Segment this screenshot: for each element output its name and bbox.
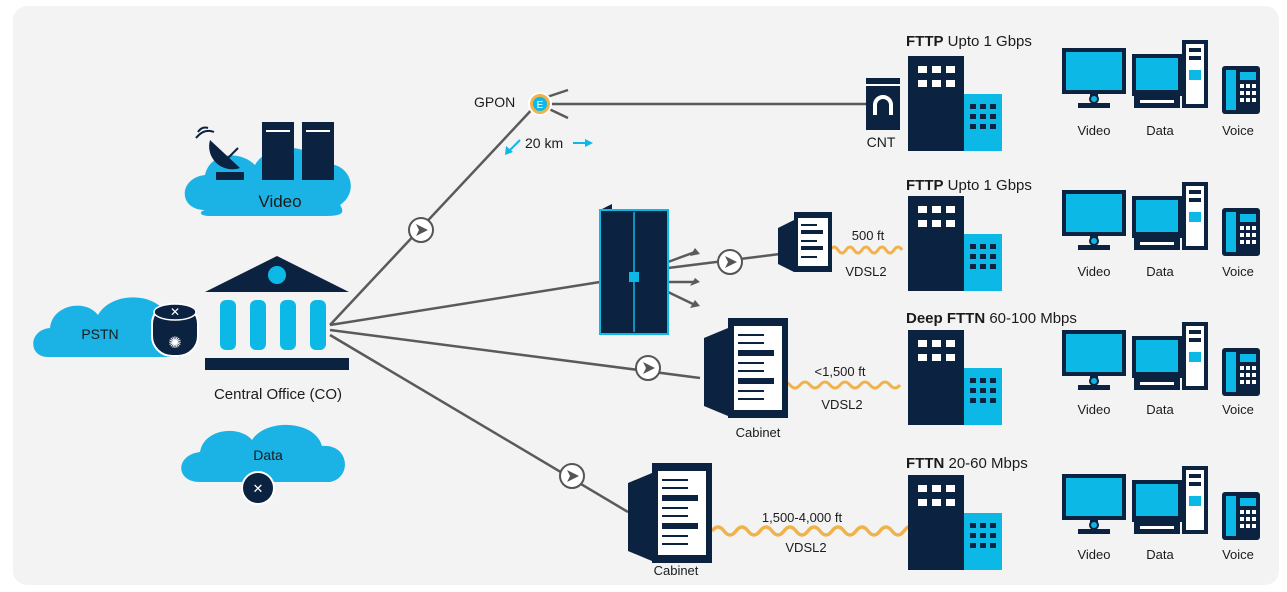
device-group: Video Data Voice (1061, 40, 1260, 138)
copper-type-label: VDSL2 (785, 540, 826, 555)
amplifier-icon (635, 355, 661, 381)
rack-output-arrows (690, 248, 700, 308)
distance-arrows-icon (505, 139, 593, 155)
device-label: Data (1146, 264, 1174, 279)
cabinet-icon (704, 318, 788, 418)
copper-4000ft (710, 525, 912, 537)
row-speed: Upto 1 Gbps (944, 177, 1032, 194)
copper-length-label: <1,500 ft (815, 364, 866, 379)
svg-text:✺: ✺ (168, 335, 181, 352)
row-tech: FTTP (906, 177, 944, 194)
row-heading: FTTN 20-60 Mbps (906, 455, 1028, 472)
fttb-rack-icon (599, 204, 669, 335)
voice-phone-icon (1222, 492, 1260, 540)
data-cloud: Data ✕ (181, 424, 345, 505)
data-computer-icon (1132, 40, 1208, 108)
gpon-label: GPON (474, 94, 515, 110)
central-office-icon (205, 256, 349, 370)
row-heading: Deep FTTN 60-100 Mbps (906, 310, 1077, 327)
pstn-cloud: PSTN ✕ ✺ (33, 297, 199, 357)
copper-1500ft (778, 380, 902, 390)
pstn-cloud-label: PSTN (81, 326, 118, 342)
device-group: Video Data Voice (1061, 182, 1260, 279)
cnt-label: CNT (867, 134, 896, 150)
link-rack-out-4 (667, 290, 696, 307)
video-monitor-icon (1061, 473, 1127, 535)
voice-phone-icon (1222, 208, 1260, 256)
video-server-icon (262, 122, 334, 180)
link-co-gpon (329, 103, 538, 326)
data-computer-icon (1132, 466, 1208, 534)
row-tech: FTTN (906, 455, 944, 472)
copper-length-label: 1,500-4,000 ft (762, 510, 843, 525)
voice-phone-icon (1222, 66, 1260, 114)
fiber-links (329, 88, 866, 514)
video-monitor-icon (1061, 329, 1127, 391)
device-label: Video (1077, 547, 1110, 562)
device-label: Data (1146, 123, 1174, 138)
link-co-fttb-rack (329, 280, 601, 327)
building-icon (908, 330, 1002, 425)
data-computer-icon (1132, 182, 1208, 250)
gpon-distance-label: 20 km (525, 135, 563, 151)
copper-type-label: VDSL2 (821, 397, 862, 412)
copper-links (710, 245, 912, 537)
cabinet-icon (628, 463, 712, 563)
cabinet-label: Cabinet (736, 425, 781, 440)
row-speed: 60-100 Mbps (985, 310, 1077, 327)
building-icon (908, 196, 1002, 291)
video-monitor-icon (1061, 189, 1127, 251)
data-computer-icon (1132, 322, 1208, 390)
device-label: Voice (1222, 402, 1254, 417)
row-heading: FTTP Upto 1 Gbps (906, 177, 1032, 194)
copper-type-label: VDSL2 (845, 264, 886, 279)
building-icon (908, 475, 1002, 570)
row-tech: FTTP (906, 33, 944, 50)
device-group: Video Data Voice (1061, 466, 1260, 562)
row-speed: 20-60 Mbps (944, 455, 1027, 472)
amplifier-icon (559, 463, 585, 489)
voice-phone-icon (1222, 348, 1260, 396)
device-group: Video Data Voice (1061, 322, 1260, 417)
device-label: Video (1077, 123, 1110, 138)
svg-text:✕: ✕ (170, 305, 180, 319)
cabinet-label: Cabinet (654, 563, 699, 578)
video-monitor-icon (1061, 47, 1127, 109)
data-cloud-label: Data (253, 447, 283, 463)
building-icon (908, 56, 1002, 151)
splitter-glyph: E (537, 100, 544, 111)
router-icon (241, 471, 275, 505)
gpon-splitter-icon: E (528, 92, 552, 116)
copper-length-label: 500 ft (852, 228, 885, 243)
device-label: Video (1077, 402, 1110, 417)
copper-500ft (828, 245, 904, 255)
satellite-dish-icon (195, 126, 244, 180)
link-rack-out-1 (667, 250, 696, 264)
amplifier-icon (717, 249, 743, 275)
central-office-label: Central Office (CO) (214, 386, 342, 403)
video-cloud: Video (184, 122, 351, 216)
device-label: Voice (1222, 264, 1254, 279)
device-label: Data (1146, 547, 1174, 562)
remote-node-icon (778, 212, 832, 272)
svg-text:✕: ✕ (253, 481, 264, 496)
row-speed: Upto 1 Gbps (944, 33, 1032, 50)
row-heading: FTTP Upto 1 Gbps (906, 33, 1032, 50)
link-gpon-split-a (546, 88, 569, 99)
video-cloud-label: Video (258, 192, 301, 211)
device-label: Data (1146, 402, 1174, 417)
device-label: Voice (1222, 123, 1254, 138)
device-label: Voice (1222, 547, 1254, 562)
cnt-terminal-icon (866, 78, 900, 130)
link-co-cabinet-2 (329, 333, 629, 514)
device-label: Video (1077, 264, 1110, 279)
switch-icon: ✕ ✺ (151, 303, 199, 357)
row-tech: Deep FTTN (906, 310, 985, 327)
amplifier-icon (408, 217, 434, 243)
